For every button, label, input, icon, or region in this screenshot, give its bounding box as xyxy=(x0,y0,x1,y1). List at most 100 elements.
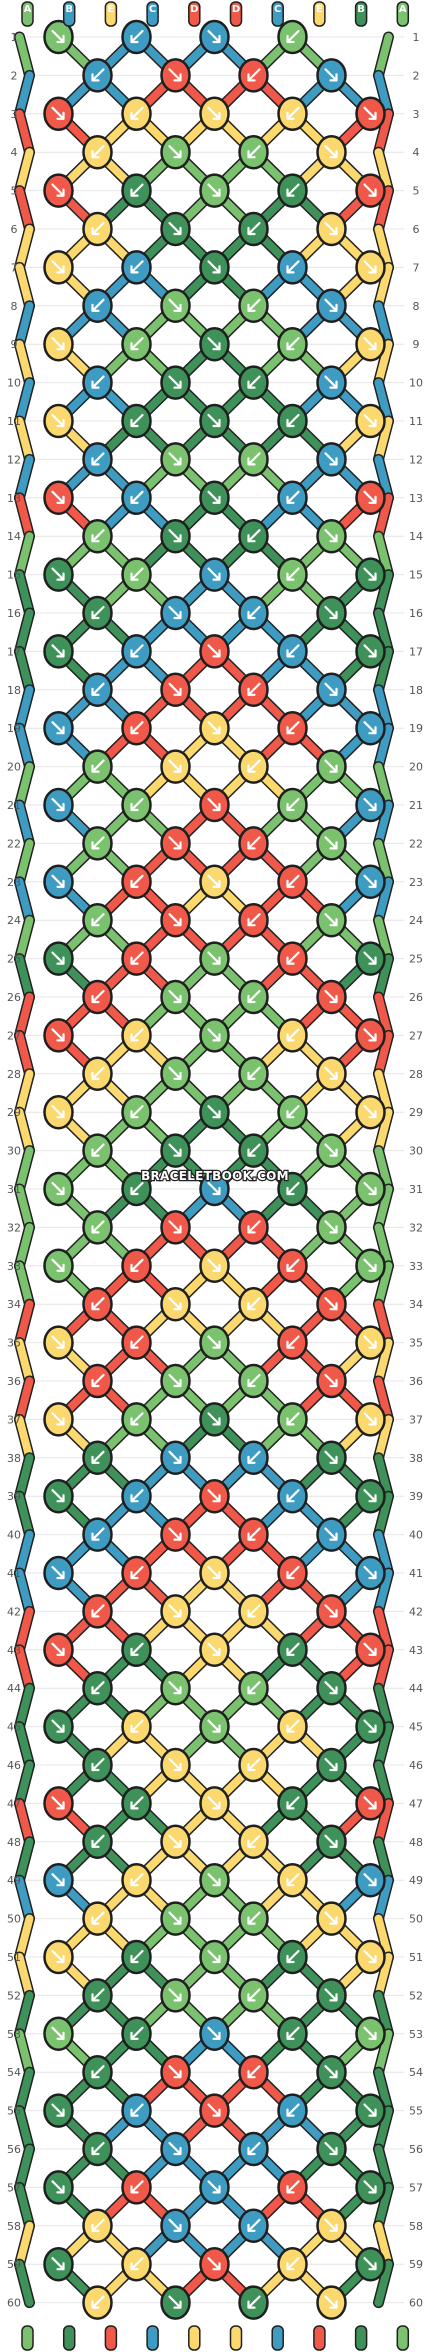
knot xyxy=(160,2208,191,2244)
row-number-left: 50 xyxy=(7,1913,21,1926)
edge-thread xyxy=(374,148,393,195)
knot xyxy=(355,1478,386,1514)
row-number-left: 26 xyxy=(7,991,21,1004)
knot xyxy=(277,2016,308,2052)
knot-arrow-icon xyxy=(324,989,338,1004)
thread-end-tab xyxy=(21,2325,34,2351)
thread-end-tab xyxy=(271,2325,284,2351)
knot-arrow-icon xyxy=(130,1873,144,1887)
edge-thread xyxy=(15,877,34,925)
knot-arrow-icon xyxy=(247,682,261,696)
knot xyxy=(277,1171,308,1207)
knot-arrow-icon xyxy=(247,529,261,543)
thread-end-tab xyxy=(396,2325,410,2351)
knot-arrow-icon xyxy=(324,1604,338,1618)
knot-arrow-icon xyxy=(286,1873,300,1887)
knot xyxy=(238,1747,269,1783)
row-number-left: 27 xyxy=(7,1029,21,1042)
knot-arrow-icon xyxy=(51,1028,65,1042)
knot-arrow-icon xyxy=(207,260,221,274)
knot xyxy=(277,634,308,669)
edge-thread xyxy=(374,1722,393,1769)
row-number-left: 33 xyxy=(7,1260,21,1273)
row-number-right: 49 xyxy=(409,1874,423,1887)
knot-arrow-icon xyxy=(130,1949,144,1964)
knot-arrow-icon xyxy=(91,1988,105,2002)
knot-arrow-icon xyxy=(130,1565,144,1580)
knot-arrow-icon xyxy=(130,2026,144,2040)
knot-arrow-icon xyxy=(324,145,338,159)
knot xyxy=(277,557,308,592)
edge-thread xyxy=(374,839,393,886)
edge-thread xyxy=(374,1876,393,1923)
knot xyxy=(316,1056,347,1092)
row-number-right: 32 xyxy=(409,1221,423,1234)
knot xyxy=(355,941,386,976)
knot-arrow-icon xyxy=(168,682,182,696)
knot xyxy=(160,2054,191,2090)
knot-arrow-icon xyxy=(51,874,65,888)
knot-arrow-icon xyxy=(324,2065,338,2079)
row-number-right: 8 xyxy=(413,300,420,313)
knot xyxy=(121,1478,152,1514)
thread-start-tab: A xyxy=(21,1,34,27)
knot xyxy=(82,1363,113,1399)
knot xyxy=(199,1786,230,1821)
knot-arrow-icon xyxy=(363,413,377,428)
row-number-left: 8 xyxy=(11,300,18,313)
knot xyxy=(238,2054,269,2090)
knot xyxy=(43,1325,74,1360)
knot xyxy=(277,1325,308,1360)
edge-thread xyxy=(15,71,34,118)
knot-arrow-icon xyxy=(324,2295,338,2309)
knot-arrow-icon xyxy=(363,874,377,888)
knot xyxy=(121,2170,152,2205)
knot-arrow-icon xyxy=(51,183,65,197)
knot xyxy=(43,1555,74,1591)
knot-arrow-icon xyxy=(324,2141,338,2156)
knot-arrow-icon xyxy=(286,183,300,197)
edge-thread xyxy=(15,455,34,502)
thread-end-tab xyxy=(313,2325,326,2351)
knot xyxy=(160,1670,191,1706)
edge-thread xyxy=(15,1261,34,1309)
row-number-right: 26 xyxy=(409,991,423,1004)
knot-arrow-icon xyxy=(247,2065,261,2079)
knot xyxy=(121,19,152,55)
knot xyxy=(121,173,152,208)
edge-thread xyxy=(15,916,34,963)
knot xyxy=(82,1517,113,1552)
knot xyxy=(121,1325,152,1360)
knot xyxy=(316,1363,347,1399)
knot xyxy=(277,96,308,132)
knot-arrow-icon xyxy=(168,1604,182,1618)
knot xyxy=(82,1978,113,2013)
row-number-left: 35 xyxy=(7,1337,21,1350)
knot xyxy=(82,1747,113,1783)
knot-arrow-icon xyxy=(286,567,300,581)
thread-start-letter: E xyxy=(107,4,114,15)
knot-arrow-icon xyxy=(51,2026,65,2040)
row-number-left: 1 xyxy=(11,31,18,44)
row-number-right: 7 xyxy=(413,261,420,274)
edge-thread xyxy=(374,954,393,1001)
edge-thread xyxy=(15,148,34,195)
knot-arrow-icon xyxy=(51,337,65,351)
row-number-right: 2 xyxy=(413,69,420,82)
row-number-left: 58 xyxy=(7,2220,21,2233)
edge-thread xyxy=(15,1223,34,1270)
knot-arrow-icon xyxy=(207,951,221,965)
row-number-right: 41 xyxy=(409,1567,423,1580)
knot-arrow-icon xyxy=(324,1911,338,1925)
knot xyxy=(82,2208,113,2244)
knot xyxy=(43,2246,74,2282)
knot-arrow-icon xyxy=(286,951,300,965)
knot xyxy=(316,1747,347,1783)
knot-arrow-icon xyxy=(168,145,182,159)
knot-arrow-icon xyxy=(324,452,338,466)
thread-start-tab: B xyxy=(62,1,76,27)
knot xyxy=(316,1133,347,1168)
knot xyxy=(199,2170,230,2205)
edge-thread xyxy=(15,1338,34,1385)
row-number-right: 20 xyxy=(409,761,423,774)
